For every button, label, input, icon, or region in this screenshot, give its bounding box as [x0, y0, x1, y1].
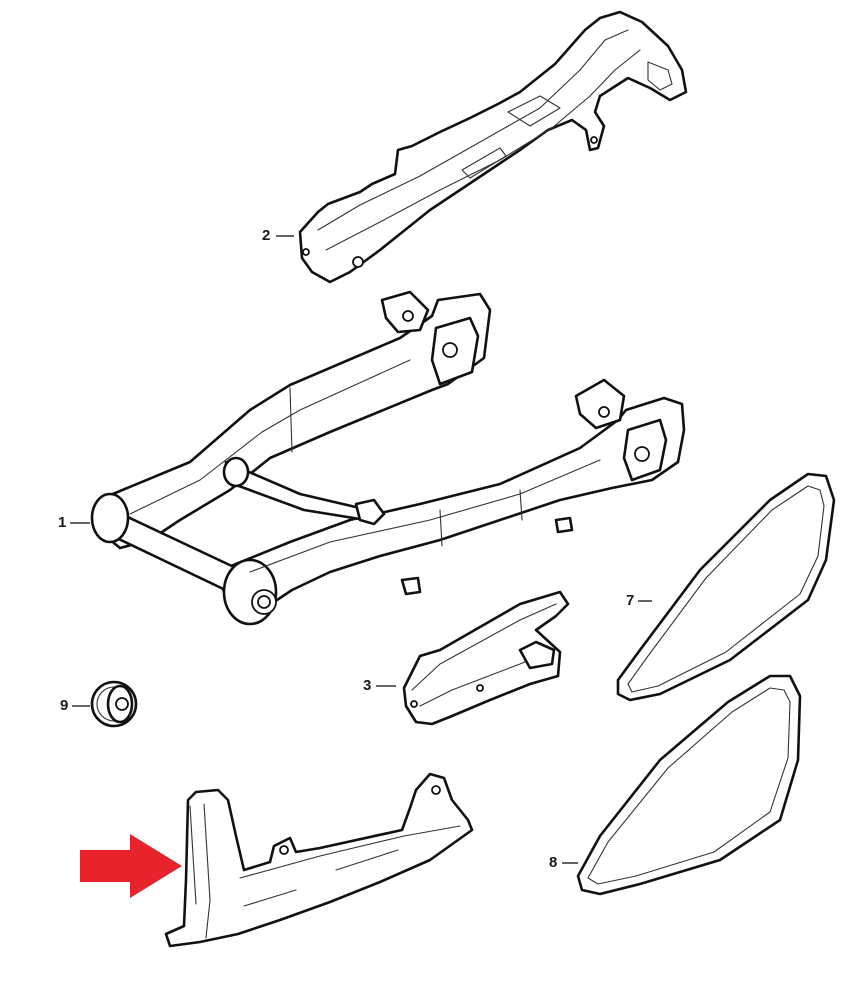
part-lower-chain-guard [164, 772, 474, 948]
callout-8: 8 [549, 854, 558, 871]
part-chain-slider [402, 590, 570, 726]
callout-3: 3 [363, 677, 372, 694]
part-drive-belt-upper [616, 472, 836, 702]
highlight-arrow-icon [80, 834, 182, 898]
part-sprocket [90, 680, 138, 728]
part-swingarm [90, 290, 686, 626]
callout-2: 2 [262, 227, 271, 244]
callout-1: 1 [58, 514, 67, 531]
callout-7: 7 [626, 592, 635, 609]
callout-9: 9 [60, 697, 69, 714]
part-drive-belt-lower [576, 674, 802, 896]
part-chain-guard-upper [298, 10, 688, 284]
